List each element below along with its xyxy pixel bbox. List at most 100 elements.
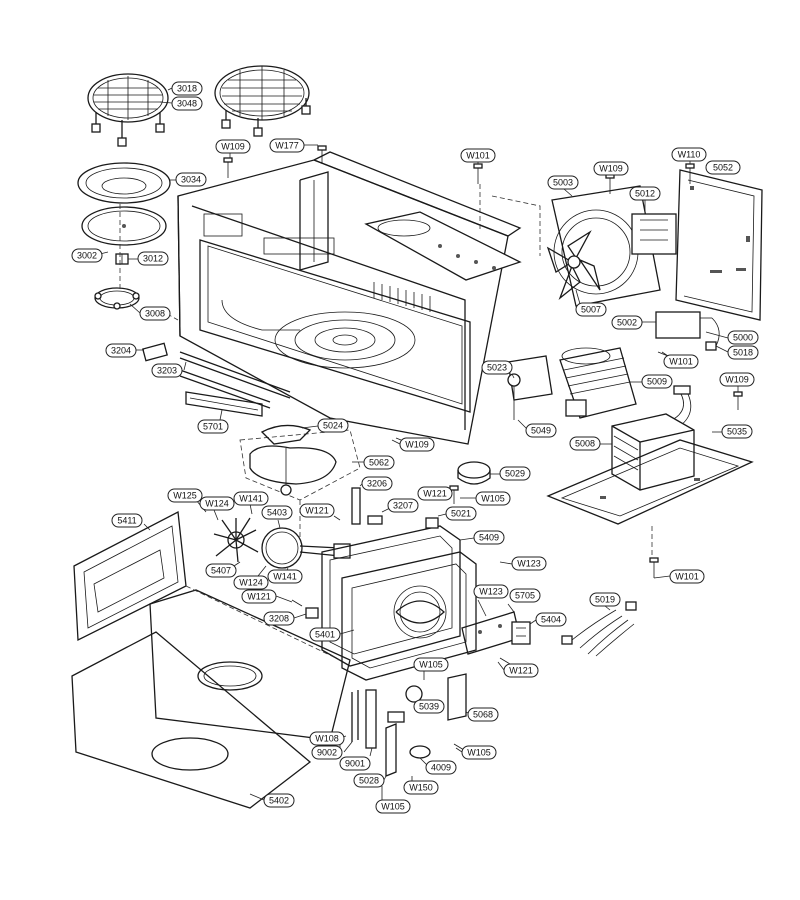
callout: W124: [199, 496, 235, 521]
turntable-motor: [457, 461, 491, 485]
callout: 3203: [151, 361, 187, 378]
wire-rack-large: [214, 65, 311, 137]
callout-label: 5404: [541, 615, 561, 625]
callout: 5411: [111, 513, 151, 531]
callout-label: 3018: [177, 84, 197, 94]
callout-label: W101: [669, 357, 693, 367]
callout-label: 5401: [315, 630, 335, 640]
callout-label: 3203: [157, 366, 177, 376]
callout-label: W109: [405, 440, 429, 450]
callout-label: W121: [509, 666, 533, 676]
oven-cavity: [177, 151, 522, 445]
rear-panel: [675, 169, 763, 321]
callout-label: 3208: [269, 614, 289, 624]
callout-label: W109: [599, 164, 623, 174]
callout: 5409: [459, 530, 505, 545]
convection-fan: [213, 517, 259, 563]
callout: W109: [391, 437, 435, 452]
callout: 5068: [465, 707, 499, 722]
convection-heater: [261, 527, 351, 569]
wire-harness: [561, 601, 637, 657]
callout-label: 9001: [345, 759, 365, 769]
callout-label: 5018: [733, 348, 753, 358]
callout-label: W124: [205, 499, 229, 509]
fan-housing: [546, 185, 677, 307]
h-v-capacitor: [655, 311, 720, 351]
callout: 5019: [589, 592, 621, 611]
wire-connector: [673, 385, 691, 395]
callout-label: 5024: [323, 421, 343, 431]
callout: 5404: [529, 612, 567, 627]
callout-label: 3034: [181, 175, 201, 185]
callout-label: W141: [239, 494, 263, 504]
callout: 5402: [249, 793, 295, 808]
callout-label: 3008: [145, 309, 165, 319]
callout-label: 5039: [419, 702, 439, 712]
callout-label: 5009: [647, 377, 667, 387]
callout: 3018: [167, 81, 203, 96]
callout: W121: [497, 661, 539, 678]
callout: W109: [719, 372, 755, 392]
callout-label: 5402: [269, 796, 289, 806]
callout-label: W150: [409, 783, 433, 793]
callout: W105: [460, 491, 511, 506]
callout-label: 5701: [203, 422, 223, 432]
callout-label: 5012: [635, 189, 655, 199]
callout-label: 9002: [317, 748, 337, 758]
roller-plate: [81, 206, 167, 246]
bracket-3206: [351, 487, 361, 525]
callout-label: W123: [517, 559, 541, 569]
latch-board: [385, 673, 467, 777]
callout: 5008: [569, 436, 612, 451]
waveguide-unit: [507, 355, 553, 420]
glass-tray: [77, 162, 171, 204]
callout: 5029: [490, 466, 531, 481]
heater-elements: [142, 342, 291, 409]
callout: 5007: [575, 289, 607, 317]
callout: W121: [241, 589, 293, 604]
roller-ring: [94, 287, 140, 310]
callout: 5407: [205, 561, 241, 578]
interlock-switch-board: [461, 611, 521, 655]
callout: 5012: [629, 186, 661, 214]
callout: W105: [375, 799, 411, 814]
callout: 5018: [715, 345, 759, 360]
callout: W109: [593, 161, 629, 176]
callout-label: 5052: [713, 163, 733, 173]
heater-reflector: [185, 391, 263, 417]
callout-label: W125: [173, 491, 197, 501]
callout-label: 5062: [369, 458, 389, 468]
callout: W141: [233, 491, 269, 515]
callout-label: 3012: [143, 254, 163, 264]
callout: 5062: [352, 455, 395, 470]
callout: W109: [215, 139, 251, 158]
callout-label: W109: [725, 375, 749, 385]
callout: 5024: [301, 418, 349, 433]
callout-label: 5002: [617, 318, 637, 328]
callout: 3208: [263, 611, 307, 626]
callout: W101: [661, 351, 699, 369]
callout: 5052: [705, 160, 741, 175]
callout-label: 5008: [575, 439, 595, 449]
callout-label: W121: [305, 506, 329, 516]
callout-label: W105: [419, 660, 443, 670]
callout: 5049: [517, 419, 557, 438]
magnetron: [559, 347, 637, 419]
callout-label: 3002: [77, 251, 97, 261]
callout: 5039: [413, 699, 445, 714]
callout: 5023: [481, 360, 515, 379]
callout: W123: [511, 556, 547, 571]
callout: W108: [309, 731, 347, 746]
switch-assembly: [511, 621, 531, 645]
coupler: [115, 253, 129, 265]
callout-label: W109: [221, 142, 245, 152]
callout-label: 5023: [487, 363, 507, 373]
cabinet-floor: [149, 589, 351, 741]
callout-label: 5003: [553, 178, 573, 188]
callout: W110: [671, 147, 707, 164]
callout-label: W123: [479, 587, 503, 597]
base-plate: [546, 439, 754, 525]
callout-label: 5705: [515, 591, 535, 601]
callout-labels: 3018 3048 3034 3002 3012 3008: [71, 81, 759, 814]
